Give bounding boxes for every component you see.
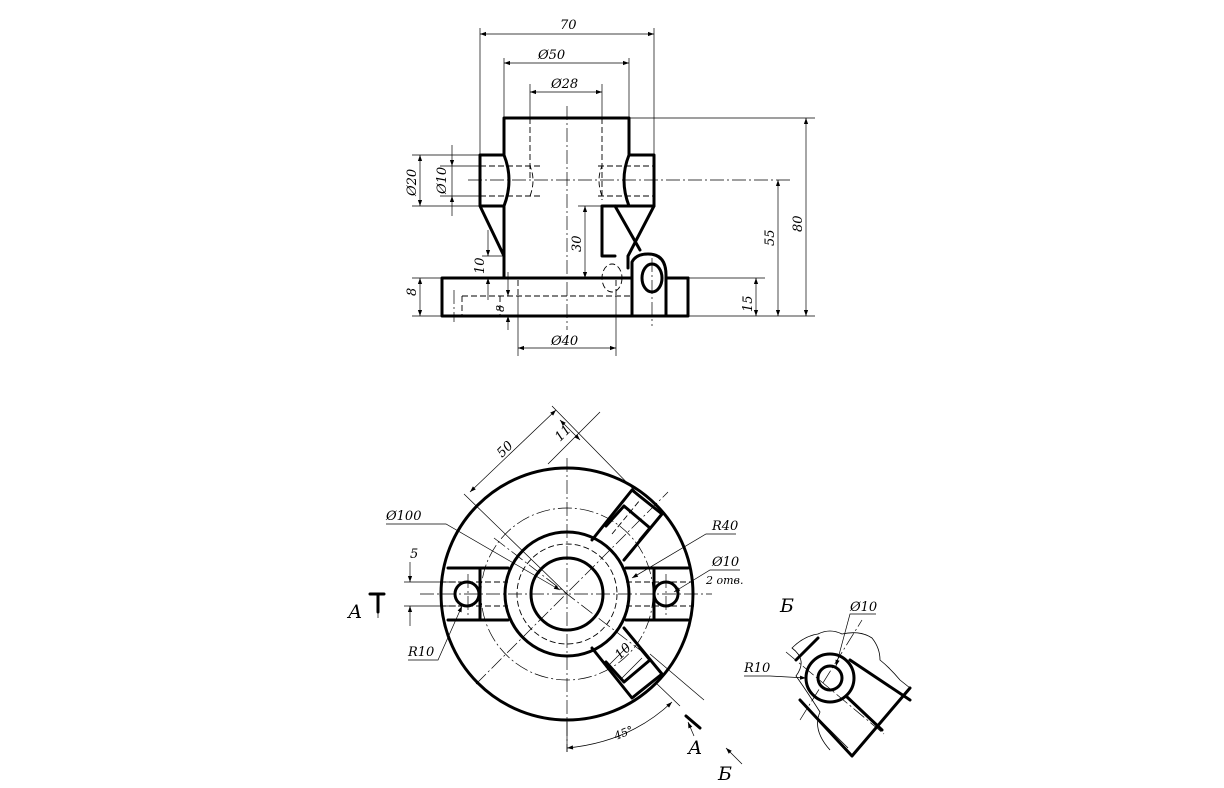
dim-angle-45: 45° — [611, 723, 635, 743]
detail-view-title: Б — [779, 595, 794, 617]
view-b-arrow-label: Б — [717, 763, 732, 785]
dim-dia-100: Ø100 — [385, 509, 421, 524]
dim-dia-50: Ø50 — [537, 48, 565, 63]
dim-dia-10-top: Ø10 — [711, 555, 739, 570]
dim-dia-40: Ø40 — [550, 334, 578, 349]
dim-15: 15 — [741, 295, 756, 312]
dim-30: 30 — [570, 235, 585, 252]
front-view-hidden-lines — [461, 118, 654, 316]
top-view-dimensions: 50 11 Ø100 R40 Ø10 2 отв. 5 R10 1 — [385, 405, 743, 752]
detail-view: Б Ø10 R10 — [743, 595, 912, 758]
section-a-left: А — [346, 601, 362, 623]
front-view-dimensions: 70 Ø50 Ø28 Ø20 Ø10 80 55 — [405, 18, 815, 356]
section-a-bottom: А — [686, 737, 702, 759]
dim-dia-10: Ø10 — [435, 167, 450, 195]
top-lower-rib — [590, 626, 664, 700]
dim-10-top: 10 — [612, 641, 634, 663]
dim-r-40: R40 — [711, 519, 738, 534]
dim-8-inner: 8 — [494, 305, 507, 312]
detail-break-line — [791, 630, 911, 751]
detail-dim-r-10: R10 — [743, 661, 770, 676]
front-view-center-lines — [453, 106, 790, 330]
dim-70: 70 — [560, 18, 577, 33]
front-view: 70 Ø50 Ø28 Ø20 Ø10 80 55 — [405, 18, 815, 356]
section-markers: А А Б — [346, 592, 743, 785]
detail-hole-circle — [816, 664, 844, 692]
dim-10: 10 — [473, 257, 488, 274]
top-view: 50 11 Ø100 R40 Ø10 2 отв. 5 R10 1 — [346, 405, 743, 785]
detail-dim-dia-10: Ø10 — [849, 600, 877, 615]
front-view-outline — [440, 116, 690, 318]
dim-8-left: 8 — [405, 288, 420, 296]
top-upper-rib — [590, 488, 664, 562]
dim-dia-20: Ø20 — [405, 169, 420, 197]
dim-r-10-top: R10 — [407, 645, 434, 660]
dim-dia-28: Ø28 — [550, 77, 578, 92]
dim-80: 80 — [791, 215, 806, 232]
dim-55: 55 — [763, 229, 778, 246]
holes-note: 2 отв. — [705, 574, 743, 587]
dim-5: 5 — [410, 547, 418, 562]
dim-50: 50 — [494, 439, 516, 461]
